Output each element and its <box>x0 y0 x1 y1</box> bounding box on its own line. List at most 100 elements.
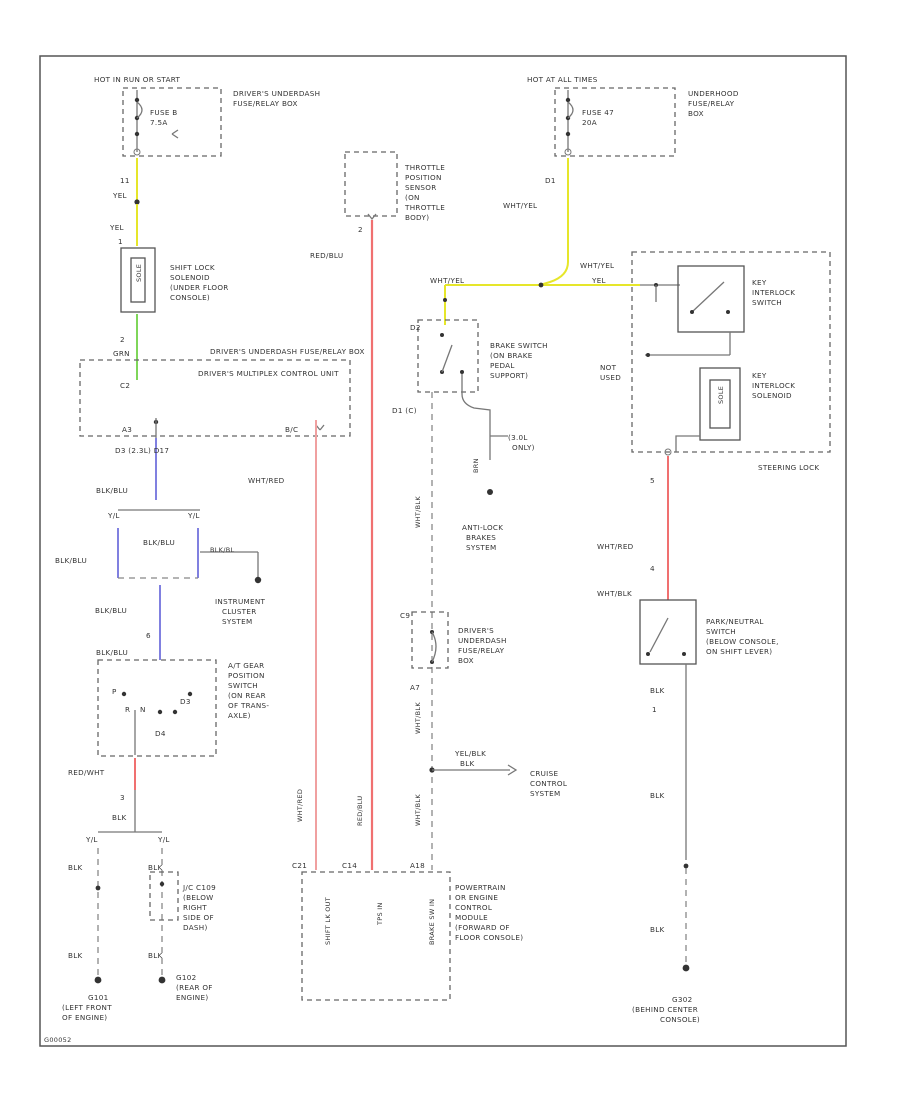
box2-label-2: UNDERDASH <box>458 636 507 645</box>
not-used-2: USED <box>600 373 621 382</box>
instrument-cluster-label: INSTRUMENT CLUSTER SYSTEM <box>215 597 266 626</box>
wire-blk-blu-5: BLK/BLU <box>96 648 128 657</box>
hot-all-label: HOT AT ALL TIMES <box>527 75 598 84</box>
pin-solenoid-bottom: 2 <box>120 335 125 344</box>
antilock-label-2: BRAKES <box>466 533 496 542</box>
pcm-label-1: POWERTRAIN <box>455 883 506 892</box>
pin-park-bottom: 1 <box>652 705 657 714</box>
pcm-label-5: (FORWARD OF <box>455 923 510 932</box>
throttle-label-6: BODY) <box>405 213 429 222</box>
wire-grn: GRN <box>113 349 130 358</box>
wire-yel-blk-1: YEL/BLK <box>454 749 486 758</box>
jc-label-3: RIGHT <box>183 903 207 912</box>
gear-r: R <box>125 705 130 714</box>
gear-n: N <box>140 705 146 714</box>
pin-brake-top: D2 <box>410 323 421 332</box>
pin-pcm-c: A18 <box>410 861 425 870</box>
pin-gear-bottom: 3 <box>120 793 125 802</box>
wire-blk-blu-4: BLK/BLU <box>95 606 127 615</box>
pin-fuse-47: D1 <box>545 176 556 185</box>
pcm-module: C21 C14 A18 SHIFT LK OUT TPS IN BRAKE SW… <box>292 861 523 1001</box>
pin-ground-b: Y/L <box>157 835 170 844</box>
gear-position-switch: P R N D4 D3 A/T GEAR POSITION SWITCH (ON… <box>97 659 269 757</box>
box2-label-4: BOX <box>458 656 474 665</box>
g102-label-2: (REAR OF <box>176 983 213 992</box>
underhood-label-2: FUSE/RELAY <box>688 99 735 108</box>
wire-blk-9: BLK <box>650 925 665 934</box>
pcm-label-3: CONTROL <box>455 903 492 912</box>
wire-wht-yel-2: WHT/YEL <box>503 201 537 210</box>
park-label-3: (BELOW CONSOLE, <box>706 637 779 646</box>
jc-label-1: J/C C109 <box>182 883 216 892</box>
drivers-box-label-2: FUSE/RELAY BOX <box>233 99 298 108</box>
shift-lock-solenoid: SOLE SHIFT LOCK SOLENOID (UNDER FLOOR CO… <box>120 247 229 313</box>
antilock-label-3: SYSTEM <box>466 543 496 552</box>
instrument-label-3: SYSTEM <box>222 617 252 626</box>
gear-label-3: SWITCH <box>228 681 258 690</box>
steering-lock: STEERING LOCK KEY INTERLOCK SWITCH NOT U… <box>600 251 831 472</box>
shift-lock-label-4: CONSOLE) <box>170 293 210 302</box>
wire-blk-8: BLK <box>650 791 665 800</box>
brake-label-1: BRAKE SWITCH <box>490 341 548 350</box>
pin-park-top: 4 <box>650 564 655 573</box>
key-switch-label-2: INTERLOCK <box>752 288 795 297</box>
jc-label-2: (BELOW <box>183 893 214 902</box>
pin-fuse-b: 11 <box>120 176 130 185</box>
wire-wht-blk-2: WHT/BLK <box>414 702 422 734</box>
fuse-b-group: HOT IN RUN OR START DRIVER'S UNDERDASH F… <box>94 75 320 157</box>
pin-mux-in: C2 <box>120 381 130 390</box>
pin-mux-b: B/C <box>285 425 298 434</box>
g101-label-1: G101 <box>88 993 109 1002</box>
wire-blk-2: BLK <box>68 863 83 872</box>
brake-label-2: (ON BRAKE <box>490 351 533 360</box>
key-solenoid-label-3: SOLENOID <box>752 391 792 400</box>
g102-label-1: G102 <box>176 973 197 982</box>
wire-blk-blu-2: BLK/BLU <box>143 538 175 547</box>
pin-junction-b: Y/L <box>187 511 200 520</box>
pcm-label-4: MODULE <box>455 913 488 922</box>
pin-junction-a: Y/L <box>107 511 120 520</box>
wire-d3-label: D3 (2.3L) D17 <box>115 446 169 455</box>
underhood-label-3: BOX <box>688 109 704 118</box>
key-switch-label-3: SWITCH <box>752 298 782 307</box>
park-label-1: PARK/NEUTRAL <box>706 617 764 626</box>
instrument-label-1: INSTRUMENT <box>215 597 266 606</box>
wire-yel-2: YEL <box>109 223 124 232</box>
pin-ground-a: Y/L <box>85 835 98 844</box>
wire-wht-red-1: WHT/RED <box>248 476 285 485</box>
gear-label-2: POSITION <box>228 671 265 680</box>
steering-lock-label: STEERING LOCK <box>758 463 819 472</box>
fuse-47-group: HOT AT ALL TIMES UNDERHOOD FUSE/RELAY BO… <box>527 75 739 157</box>
multiplex-unit-label: DRIVER'S MULTIPLEX CONTROL UNIT <box>198 369 339 378</box>
instrument-label-2: CLUSTER <box>222 607 257 616</box>
box2-label-1: DRIVER'S <box>458 626 494 635</box>
g101-label-2: (LEFT FRONT <box>62 1003 112 1012</box>
throttle-label-3: SENSOR <box>405 183 437 192</box>
pin-brake-bottom: D1 (C) <box>392 406 417 415</box>
pin-pcm-a: C21 <box>292 861 307 870</box>
ds-only-2: ONLY) <box>512 443 535 452</box>
frame-id: G00052 <box>44 1036 72 1044</box>
wire-red-wht: RED/WHT <box>68 768 105 777</box>
wire-yel-1: YEL <box>112 191 127 200</box>
key-switch-label-1: KEY <box>752 278 767 287</box>
jc-label-5: DASH) <box>183 923 208 932</box>
g102-label-3: ENGINE) <box>176 993 208 1002</box>
wire-wht-red-2: WHT/RED <box>296 789 304 822</box>
gear-d3: D3 <box>180 697 191 706</box>
wire-blk-1: BLK <box>112 813 127 822</box>
wire-yel-3: YEL <box>591 276 606 285</box>
g302-label-1: G302 <box>672 995 693 1004</box>
brake-label-4: SUPPORT) <box>490 371 528 380</box>
pin-mux-a: A3 <box>122 425 132 434</box>
wire-blk-3: BLK <box>68 951 83 960</box>
underhood-label-1: UNDERHOOD <box>688 89 739 98</box>
cruise-label-3: SYSTEM <box>530 789 560 798</box>
throttle-label-1: THROTTLE <box>404 163 445 172</box>
shift-lock-label-3: (UNDER FLOOR <box>170 283 229 292</box>
key-solenoid-label-2: INTERLOCK <box>752 381 795 390</box>
fuse-b-rating: 7.5A <box>150 118 168 127</box>
wire-blk-blu-1: BLK/BLU <box>96 486 128 495</box>
wire-wht-yel-3: WHT/YEL <box>580 261 614 270</box>
